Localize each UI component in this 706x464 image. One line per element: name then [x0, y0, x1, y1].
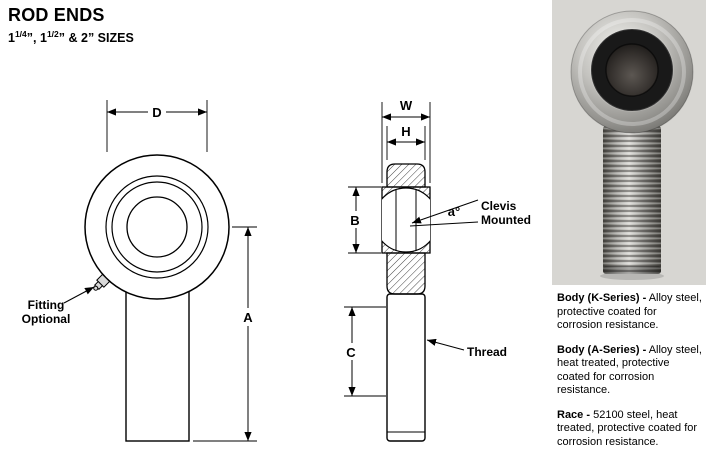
subtitle-fraction: 1/4 — [14, 29, 27, 39]
note-race: Race - 52100 steel, heat treated, protec… — [557, 409, 704, 450]
grease-fitting — [93, 273, 111, 291]
dim-label-w: W — [400, 98, 413, 113]
angle-callout: a° Clevis Mounted — [409, 199, 531, 227]
page-subtitle: 11/4”, 11/2” & 2” SIZES — [8, 29, 134, 45]
dim-label-h: H — [401, 124, 410, 139]
rod-end-photo — [552, 0, 706, 285]
note-text: 52100 steel, heat treated, protective co… — [557, 408, 698, 448]
thread-callout: Thread — [426, 338, 507, 359]
dim-label-a: A — [243, 310, 253, 325]
dimension-d: D — [106, 100, 208, 152]
dimension-w: W — [381, 98, 431, 183]
side-view: W H B C — [343, 98, 531, 442]
dim-label-d: D — [152, 105, 161, 120]
dim-label-b: B — [350, 213, 359, 228]
note-body-k-series: Body (K-Series) - Alloy steel, protectiv… — [557, 292, 704, 333]
header: ROD ENDS 11/4”, 11/2” & 2” SIZES — [8, 5, 134, 45]
note-body-a-series: Body (A-Series) - Alloy steel, heat trea… — [557, 344, 704, 398]
front-bore — [126, 196, 188, 258]
dimension-a: A — [193, 226, 257, 442]
photo-shank — [603, 126, 661, 274]
subtitle-fraction: 1/2 — [46, 29, 59, 39]
note-text: Alloy steel, protective coated for corro… — [557, 292, 702, 331]
clevis-label-line1: Clevis — [481, 199, 517, 213]
side-top-cap — [386, 163, 426, 188]
side-bottom-cap — [386, 252, 426, 295]
front-view: D A Fitting Optional — [22, 100, 257, 442]
subtitle-part: ” & 2” SIZES — [58, 31, 134, 46]
photo-head — [570, 10, 694, 134]
dimension-h: H — [386, 124, 426, 160]
dimension-c: C — [343, 306, 386, 397]
side-ball — [382, 187, 430, 253]
note-lead: Body (K-Series) - — [557, 292, 647, 304]
fitting-label-line2: Optional — [22, 312, 71, 326]
side-shank — [386, 293, 426, 442]
dimension-b: B — [347, 186, 381, 254]
front-shank — [125, 284, 190, 442]
dim-label-c: C — [346, 345, 356, 360]
technical-drawing: D A Fitting Optional — [22, 98, 531, 442]
subtitle-part: 1 — [8, 31, 15, 46]
thread-label: Thread — [467, 345, 507, 359]
note-lead: Race - — [557, 408, 591, 421]
note-lead: Body (A-Series) - — [557, 343, 647, 356]
subtitle-part: ”, 1 — [26, 31, 47, 46]
note-text: Alloy steel, heat treated, protective co… — [557, 343, 702, 397]
fitting-callout: Fitting Optional — [22, 286, 95, 326]
angle-label: a° — [448, 204, 460, 219]
material-notes: Body (K-Series) - Alloy steel, protectiv… — [557, 292, 704, 460]
page-title: ROD ENDS — [8, 5, 105, 25]
fitting-label-line1: Fitting — [28, 298, 65, 312]
photo-bore — [606, 44, 658, 96]
clevis-label-line2: Mounted — [481, 213, 531, 227]
